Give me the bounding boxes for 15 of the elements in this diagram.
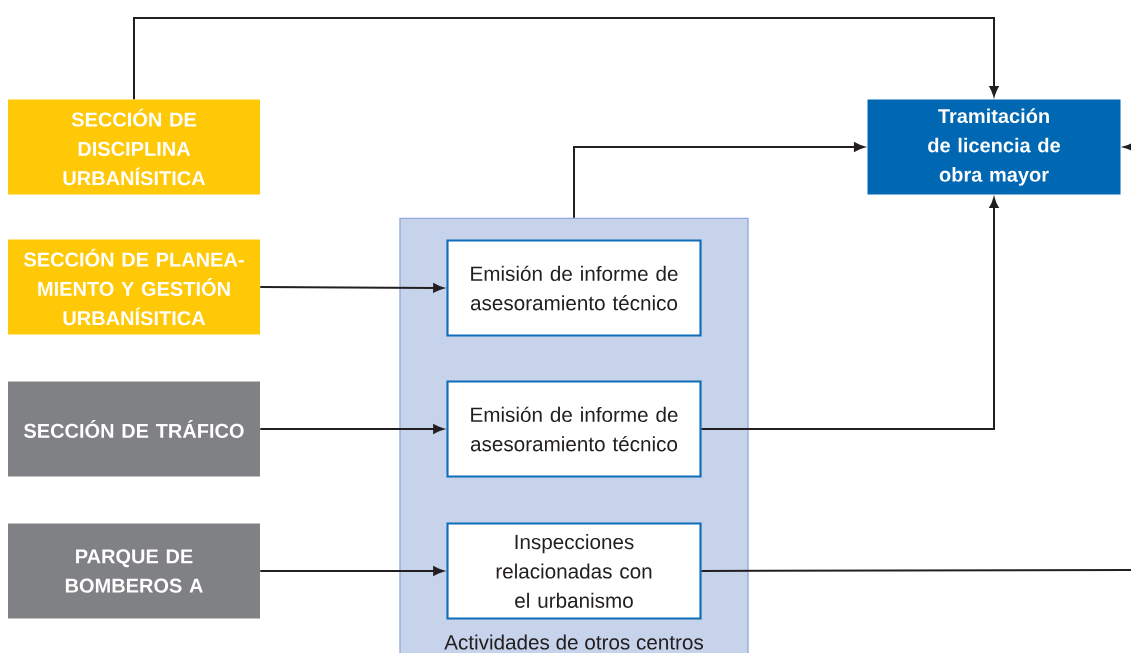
section-box: SECCIÓN DE DISCIPLINA URBANÍSITICA [8,99,260,195]
arrow [700,197,999,430]
activity-box: Inspecciones relacionadas con el urbanismo [446,522,702,620]
arrow [133,17,999,101]
process-box: Tramitación de licencia de obra mayor [867,99,1121,195]
arrow [259,424,444,434]
section-box: SECCIÓN DE PLANEA- MIENTO Y GESTIÓN URBANÍSITICA [8,239,260,335]
activity-box: Emisión de informe de asesoramiento técnico [446,239,702,337]
arrow [573,142,865,219]
section-box: PARQUE DE BOMBEROS A [8,523,260,619]
arrow [1123,142,1131,152]
arrow [259,283,444,293]
arrow [259,566,444,576]
activity-box: Emisión de informe de asesoramiento técnico [446,380,702,478]
section-box: SECCIÓN DE TRÁFICO [8,381,260,477]
